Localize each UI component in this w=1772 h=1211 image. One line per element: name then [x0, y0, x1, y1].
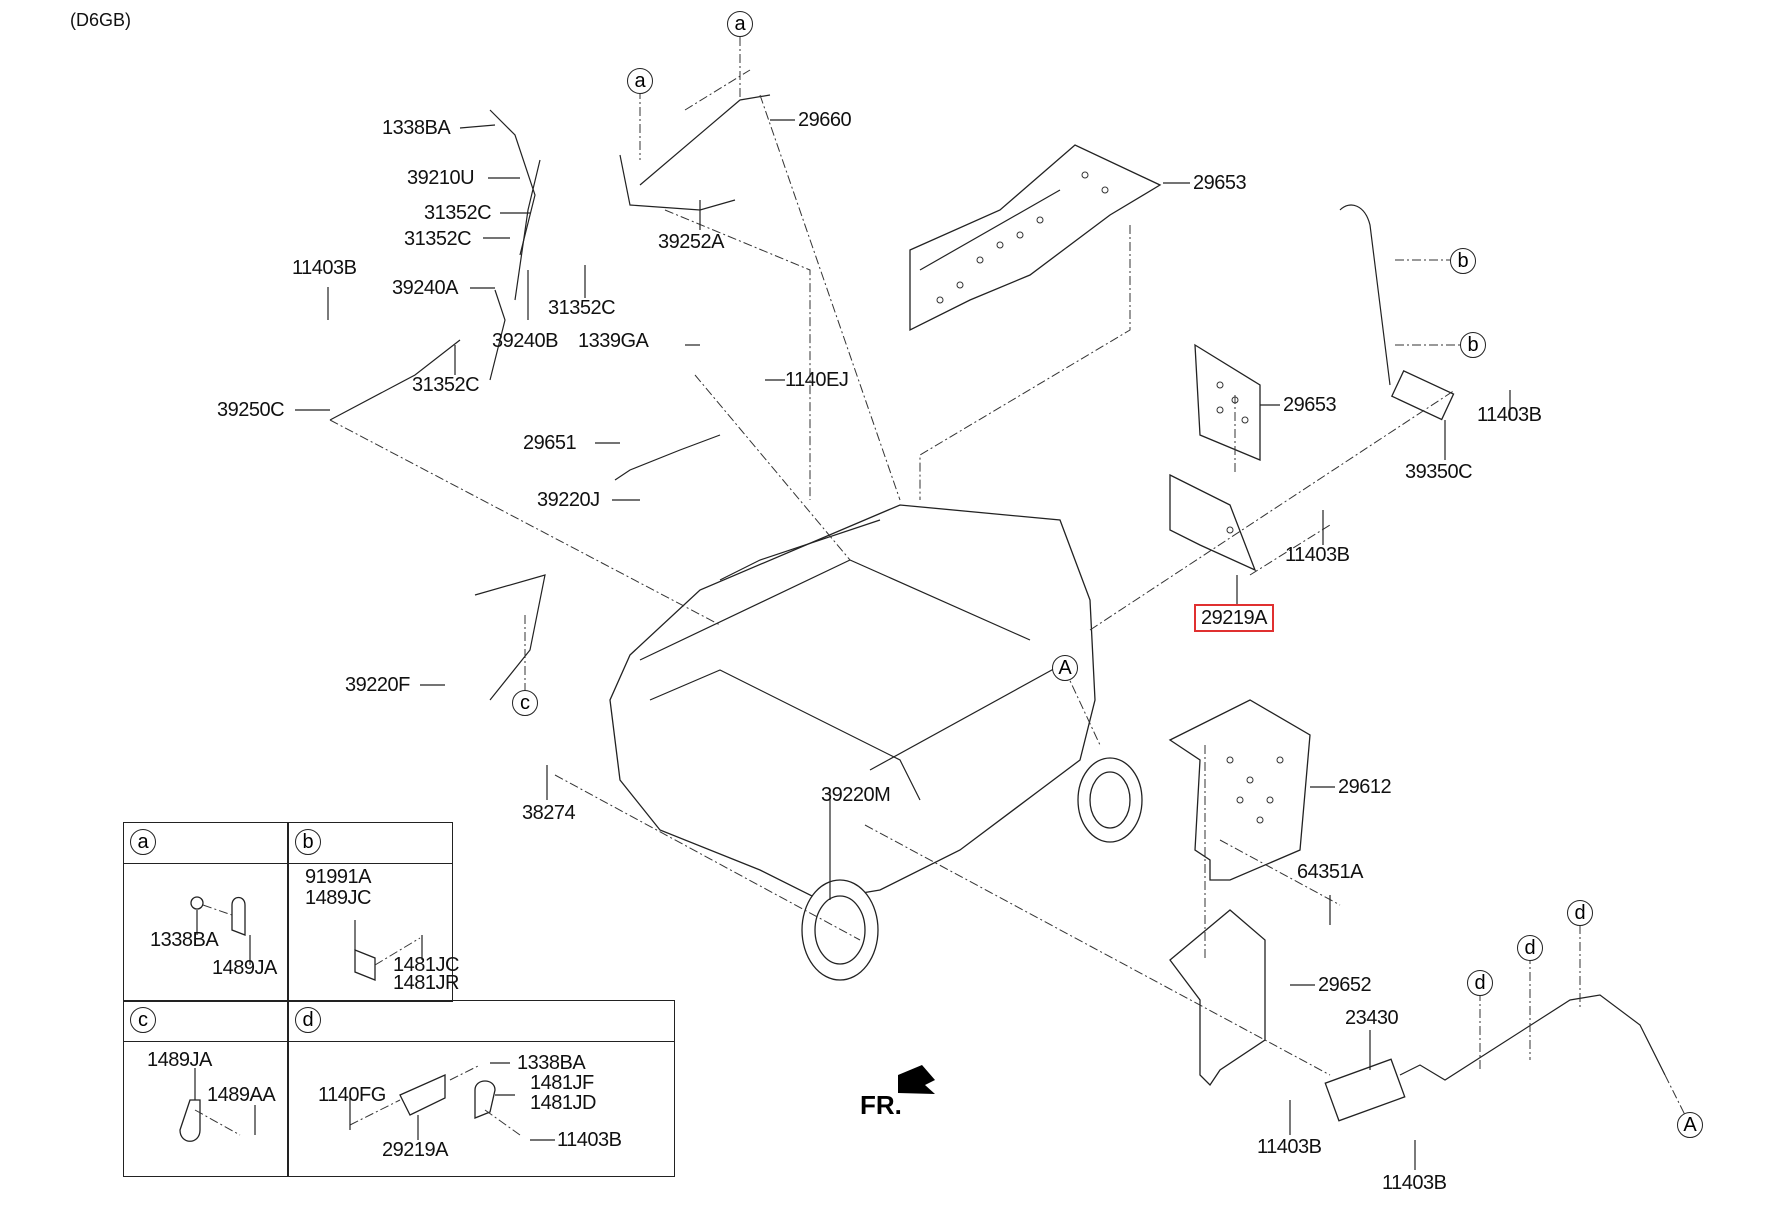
part-label-1140EJ[interactable]: 1140EJ — [785, 369, 849, 391]
part-label-11403B-left[interactable]: 11403B — [292, 257, 357, 279]
part-label-39220F[interactable]: 39220F — [345, 674, 410, 696]
part-label-39240B[interactable]: 39240B — [492, 330, 558, 352]
sensor-harness-left — [329, 94, 771, 701]
table-b-part-1481JC[interactable]: 1481JC — [393, 954, 459, 976]
ref-marker-A-sensor[interactable]: A — [1677, 1112, 1703, 1138]
ref-marker-d-1[interactable]: d — [1467, 970, 1493, 996]
table-d-part-1140FG[interactable]: 1140FG — [318, 1084, 386, 1106]
part-label-1339GA[interactable]: 1339GA — [578, 330, 649, 352]
part-label-38274[interactable]: 38274 — [522, 802, 576, 824]
table-c-part-1489AA[interactable]: 1489AA — [207, 1084, 276, 1106]
table-header-b: b — [295, 829, 321, 855]
table-d-part-1481JF[interactable]: 1481JF — [530, 1072, 594, 1094]
part-label-31352C-2[interactable]: 31352C — [404, 228, 472, 250]
part-label-64351A[interactable]: 64351A — [1297, 861, 1363, 883]
heat-shield-top — [909, 144, 1162, 332]
ref-marker-d-2[interactable]: d — [1517, 935, 1543, 961]
table-d-part-1338BA[interactable]: 1338BA — [517, 1052, 586, 1074]
ref-marker-c[interactable]: c — [512, 690, 538, 716]
sensor-23430 — [1324, 994, 1666, 1122]
label-leaders — [295, 119, 1511, 1170]
part-label-29651[interactable]: 29651 — [523, 432, 577, 454]
front-direction-arrow-icon — [898, 1065, 935, 1094]
ref-marker-A-body[interactable]: A — [1052, 655, 1078, 681]
table-header-d: d — [295, 1007, 321, 1033]
ref-marker-b-upper[interactable]: b — [1450, 248, 1476, 274]
part-label-23430[interactable]: 23430 — [1345, 1007, 1399, 1029]
bracket-29219A — [1169, 473, 1257, 572]
part-label-11403B-right1[interactable]: 11403B — [1477, 404, 1542, 426]
heat-shield-mid — [1194, 343, 1261, 461]
part-label-1338BA-top[interactable]: 1338BA — [382, 117, 451, 139]
part-label-11403B-bottom1[interactable]: 11403B — [1257, 1136, 1322, 1158]
table-header-c: c — [130, 1007, 156, 1033]
part-label-39240A[interactable]: 39240A — [392, 277, 458, 299]
sensor-39350C — [1339, 204, 1455, 421]
part-label-11403B-right2[interactable]: 11403B — [1285, 544, 1350, 566]
part-label-29660[interactable]: 29660 — [798, 109, 852, 131]
part-label-31352C-1[interactable]: 31352C — [424, 202, 492, 224]
part-label-39252A[interactable]: 39252A — [658, 231, 724, 253]
part-label-39350C[interactable]: 39350C — [1405, 461, 1473, 483]
part-label-31352C-3[interactable]: 31352C — [548, 297, 616, 319]
ref-marker-d-3[interactable]: d — [1567, 900, 1593, 926]
table-header-a: a — [130, 829, 156, 855]
engine-code-label: (D6GB) — [70, 10, 132, 30]
part-label-31352C-4[interactable]: 31352C — [412, 374, 480, 396]
heat-shield-29652 — [1169, 909, 1266, 1087]
ref-marker-a-top[interactable]: a — [727, 11, 753, 37]
assembly-lines — [329, 20, 1691, 1126]
heat-shield-29612 — [1168, 699, 1311, 881]
ref-marker-b-lower[interactable]: b — [1460, 332, 1486, 358]
part-label-29612[interactable]: 29612 — [1338, 776, 1392, 798]
table-d-part-1481JD[interactable]: 1481JD — [530, 1092, 596, 1114]
table-b-part-91991A[interactable]: 91991A — [305, 866, 371, 888]
ref-marker-a-left[interactable]: a — [627, 68, 653, 94]
table-b-part-1489JC[interactable]: 1489JC — [305, 887, 371, 909]
table-d-part-29219A[interactable]: 29219A — [382, 1139, 448, 1161]
exhaust-filter-body — [609, 504, 1143, 981]
part-label-29219A-highlighted[interactable]: 29219A — [1194, 604, 1274, 632]
part-label-29653-top[interactable]: 29653 — [1193, 172, 1247, 194]
part-label-29653-mid[interactable]: 29653 — [1283, 394, 1337, 416]
part-label-39220M[interactable]: 39220M — [821, 784, 891, 806]
part-label-29652[interactable]: 29652 — [1318, 974, 1372, 996]
part-label-39250C[interactable]: 39250C — [217, 399, 285, 421]
table-a-part-1489JA[interactable]: 1489JA — [212, 957, 277, 979]
front-direction-label: FR. — [860, 1090, 902, 1120]
table-b-part-1481JR[interactable]: 1481JR — [393, 972, 459, 994]
table-a-part-1338BA[interactable]: 1338BA — [150, 929, 219, 951]
table-c-part-1489JA[interactable]: 1489JA — [147, 1049, 212, 1071]
part-label-39220J[interactable]: 39220J — [537, 489, 600, 511]
table-d-part-11403B[interactable]: 11403B — [557, 1129, 622, 1151]
part-label-39210U[interactable]: 39210U — [407, 167, 475, 189]
part-label-11403B-bottom2[interactable]: 11403B — [1382, 1172, 1447, 1194]
